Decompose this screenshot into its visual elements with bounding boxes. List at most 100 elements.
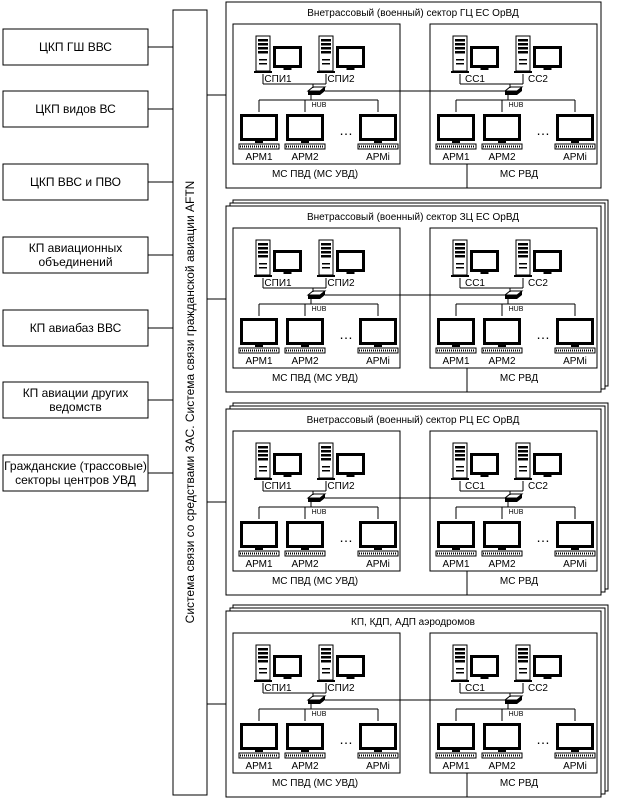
hub-front bbox=[505, 498, 517, 502]
workstation-label: АРМ2 bbox=[488, 152, 516, 163]
source-box-label: КП авиабаз ВВС bbox=[30, 321, 122, 335]
tower-base bbox=[317, 680, 335, 682]
keyboard-icon bbox=[435, 752, 477, 759]
drive-bay bbox=[258, 255, 268, 258]
monitor-screen bbox=[339, 253, 362, 269]
hub-label: HUB bbox=[509, 711, 524, 718]
keyboard-icon bbox=[554, 752, 596, 759]
workstation: АРМ2 bbox=[284, 521, 326, 570]
keyboard-icon bbox=[238, 347, 280, 354]
hub-front bbox=[308, 91, 320, 95]
drive-bay bbox=[321, 247, 331, 250]
server-label: СПИ1 bbox=[264, 278, 292, 289]
sector-panel: Внетрассовый (военный) сектор РЦ ЕС ОрВД… bbox=[207, 402, 609, 596]
server-tower-icon bbox=[514, 644, 532, 682]
drive-bay bbox=[455, 251, 465, 254]
tower-base bbox=[254, 275, 272, 277]
monitor-stand bbox=[452, 750, 460, 752]
keyboard-icon bbox=[435, 347, 477, 354]
monitor-stand bbox=[498, 141, 506, 143]
keyboard-icon bbox=[357, 347, 399, 354]
workstation-label: АРМi bbox=[563, 152, 587, 163]
monitor-screen bbox=[473, 658, 496, 674]
drive-slot bbox=[322, 672, 330, 674]
monitor-icon bbox=[286, 521, 324, 550]
drive-bay bbox=[455, 454, 465, 457]
monitor-icon bbox=[359, 318, 397, 347]
keyboard-icon bbox=[481, 550, 523, 557]
monitor-stand bbox=[498, 750, 506, 752]
monitor-icon bbox=[483, 318, 521, 347]
server-station: СПИ2 bbox=[317, 35, 365, 85]
workstation-label: АРМi bbox=[366, 356, 390, 367]
monitor-stand bbox=[301, 750, 309, 752]
hub-front bbox=[308, 700, 320, 704]
sector-panel: Внетрассовый (военный) сектор ГЦ ЕС ОрВД… bbox=[207, 1, 602, 189]
keyboard-icon bbox=[284, 752, 326, 759]
source-box-label: ЦКП ВВС и ПВО bbox=[30, 175, 121, 189]
hub-icon bbox=[306, 493, 327, 502]
keyboard-icon bbox=[435, 550, 477, 557]
sector-panel: Внетрассовый (военный) сектор ЗЦ ЕС ОрВД… bbox=[207, 199, 609, 393]
server-station: СС2 bbox=[514, 442, 562, 492]
drive-bay bbox=[321, 656, 331, 659]
drive-slot bbox=[259, 63, 267, 65]
monitor-stand bbox=[283, 677, 292, 679]
hub-side bbox=[320, 494, 325, 502]
monitor-stand bbox=[571, 548, 579, 550]
monitor-icon bbox=[556, 723, 594, 752]
monitor-screen bbox=[559, 117, 591, 138]
server-label: СС1 bbox=[465, 683, 485, 694]
workstation-label: АРМ2 bbox=[291, 356, 319, 367]
workstation: АРМ2 bbox=[481, 521, 523, 570]
source-box-label: ЦКП видов ВС bbox=[35, 102, 116, 116]
server-station: СПИ1 bbox=[254, 644, 302, 694]
monitor-stand bbox=[255, 548, 263, 550]
keyboard-icon bbox=[357, 143, 399, 150]
hub-side bbox=[517, 87, 522, 95]
server-label: СПИ2 bbox=[327, 683, 355, 694]
ellipsis: … bbox=[339, 731, 353, 747]
monitor-icon bbox=[359, 114, 397, 143]
drive-bay bbox=[455, 656, 465, 659]
hub-label: HUB bbox=[312, 509, 327, 516]
keyboard-icon bbox=[284, 143, 326, 150]
drive-bay bbox=[321, 660, 331, 663]
monitor-screen bbox=[276, 49, 299, 65]
hub-icon bbox=[306, 86, 327, 95]
monitor-icon bbox=[336, 655, 365, 679]
workstation: АРМ2 bbox=[284, 114, 326, 163]
server-station: СС2 bbox=[514, 644, 562, 694]
hub-icon bbox=[306, 695, 327, 704]
monitor-icon bbox=[273, 250, 302, 274]
hub-label: HUB bbox=[509, 102, 524, 109]
source-box-label: КП авиационных bbox=[29, 241, 123, 255]
drive-bay bbox=[518, 450, 528, 453]
drive-slot bbox=[322, 63, 330, 65]
server-tower-icon bbox=[514, 239, 532, 277]
monitor-icon bbox=[483, 114, 521, 143]
source-box: ЦКП ГШ ВВС bbox=[2, 28, 173, 66]
drive-slot bbox=[322, 470, 330, 472]
drive-slot bbox=[519, 63, 527, 65]
monitor-screen bbox=[440, 321, 472, 342]
source-box-frame bbox=[2, 236, 149, 274]
drive-bay bbox=[258, 247, 268, 250]
tower-base bbox=[451, 478, 469, 480]
workstation: АРМ1 bbox=[435, 723, 477, 772]
network-label: МС ПВД (МС УВД) bbox=[272, 169, 358, 180]
monitor-screen bbox=[486, 524, 518, 545]
monitor-icon bbox=[470, 250, 499, 274]
monitor-icon bbox=[240, 318, 278, 347]
workstation: АРМ1 bbox=[238, 521, 280, 570]
monitor-icon bbox=[556, 521, 594, 550]
monitor-screen bbox=[362, 321, 394, 342]
server-tower-icon bbox=[514, 442, 532, 480]
hub-front bbox=[308, 498, 320, 502]
server-label: СПИ1 bbox=[264, 683, 292, 694]
drive-bay bbox=[321, 51, 331, 54]
workstation-label: АРМ1 bbox=[245, 152, 273, 163]
hub-front bbox=[505, 91, 517, 95]
drive-bay bbox=[455, 43, 465, 46]
